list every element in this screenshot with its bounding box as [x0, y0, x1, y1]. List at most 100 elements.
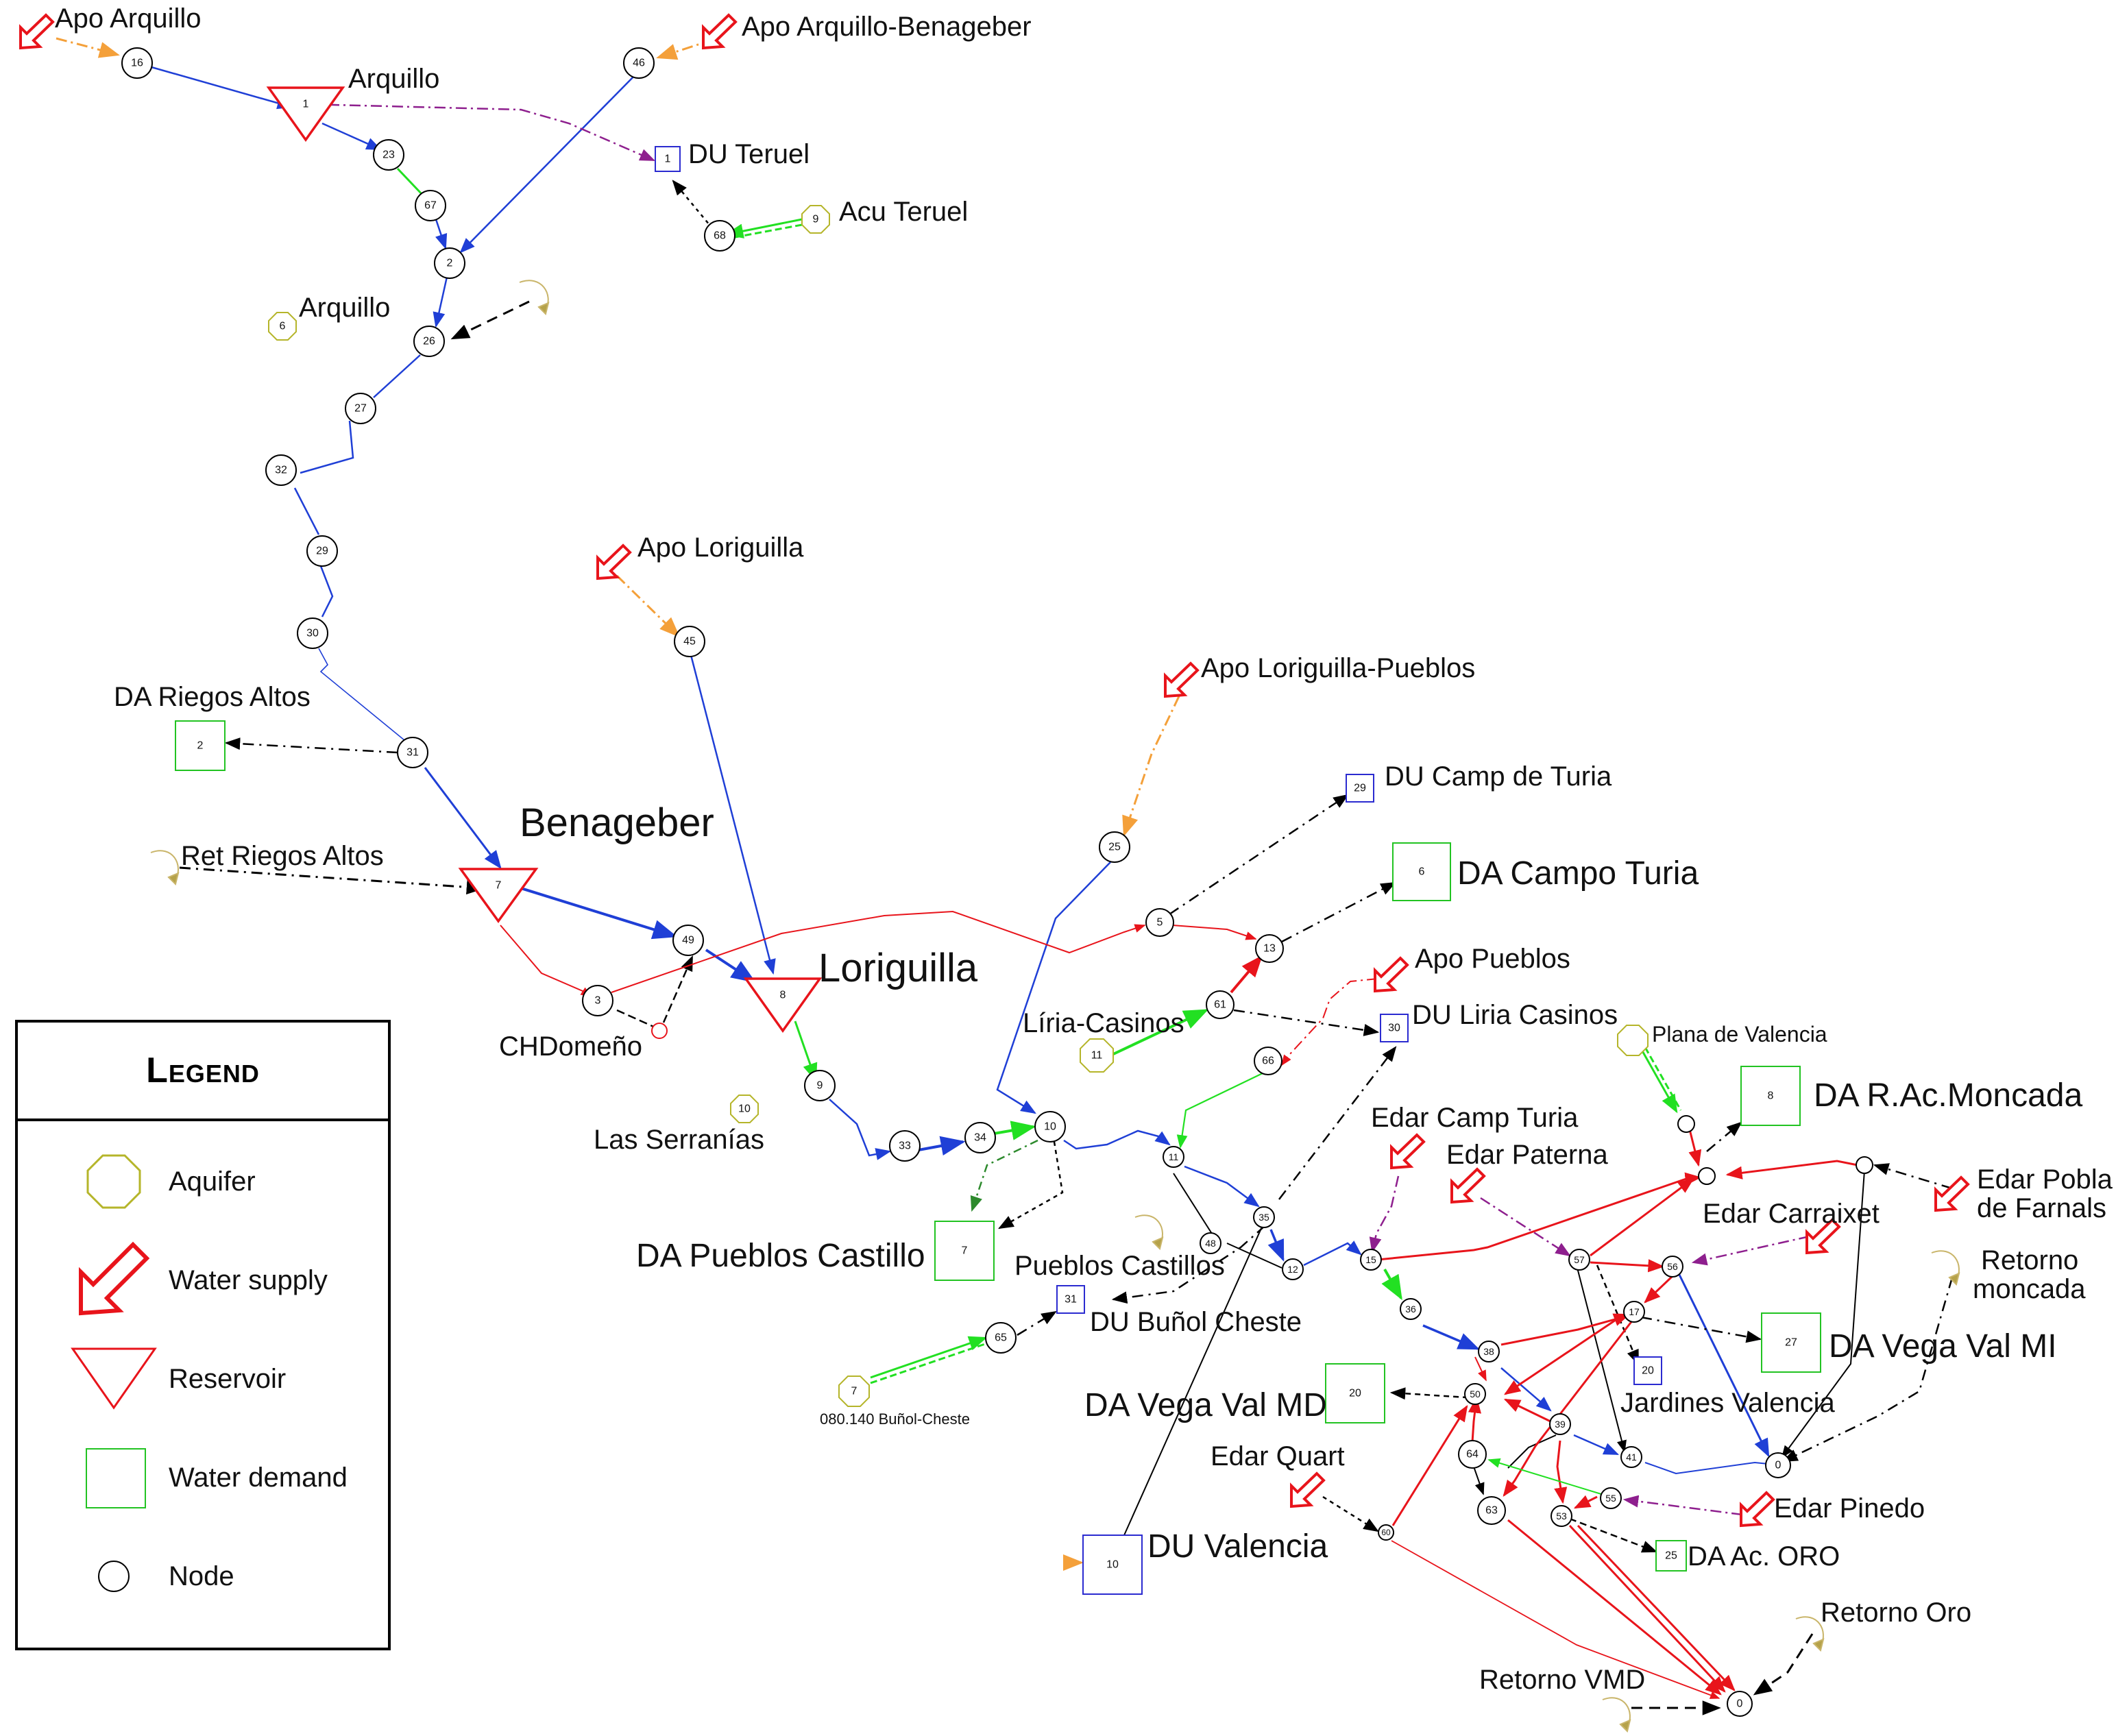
supply-apo-arquillo-arrow-icon [19, 13, 55, 50]
edge-9-33 [829, 1099, 892, 1160]
label-du-liria-casinos: DU Liria Casinos [1412, 1000, 1618, 1030]
edge-35-du30 [1278, 1046, 1397, 1200]
node-63: 63 [1477, 1496, 1506, 1525]
label-chdomeno: CHDomeño [499, 1031, 642, 1062]
svg-text:25: 25 [1665, 1550, 1677, 1562]
demand-du-liria-casinos: 30 [1380, 1014, 1409, 1042]
edge-r1-23 [321, 122, 382, 151]
svg-text:60: 60 [1381, 1528, 1391, 1537]
edge-a7-65 [870, 1336, 988, 1379]
node-27: 27 [345, 393, 376, 424]
svg-text:2: 2 [197, 740, 204, 752]
edge-retmon-0a [1781, 1277, 1954, 1463]
edge-chd-49 [662, 955, 694, 1023]
svg-text:15: 15 [1365, 1254, 1376, 1265]
svg-text:67: 67 [424, 200, 437, 212]
label-retorno-moncada-1: Retorno [1981, 1245, 2078, 1275]
node-36: 36 [1400, 1298, 1422, 1320]
edge-64-63 [1473, 1466, 1485, 1495]
svg-text:36: 36 [1405, 1304, 1416, 1315]
edge-60-50 [1391, 1404, 1468, 1526]
supply-arrows [19, 13, 1970, 1528]
svg-text:10: 10 [1044, 1121, 1056, 1133]
edge-15-blank1 [1377, 1172, 1702, 1261]
edge-39-50 [1503, 1398, 1551, 1423]
label-apo-pueblos: Apo Pueblos [1415, 944, 1570, 974]
svg-text:23: 23 [382, 149, 395, 161]
edge-39-63 [1507, 1434, 1557, 1469]
red-edges [500, 910, 1858, 1699]
node-64: 64 [1458, 1440, 1487, 1469]
edge-35-du31 [1111, 1225, 1266, 1304]
label-da-ac-oro: DA Ac. ORO [1688, 1541, 1840, 1572]
svg-text:38: 38 [1483, 1346, 1494, 1357]
edge-10-da7 [998, 1141, 1064, 1230]
edge-r8-9 [794, 1020, 818, 1082]
green-edges [396, 167, 1682, 1495]
legend-label-water-demand: Water demand [169, 1463, 348, 1493]
node-39: 39 [1549, 1413, 1571, 1435]
node-61: 61 [1206, 990, 1235, 1019]
svg-text:25: 25 [1108, 842, 1121, 853]
node-2: 2 [434, 247, 465, 279]
edge-32-29 [293, 487, 320, 535]
node-50: 50 [1464, 1383, 1486, 1405]
node-68: 68 [704, 220, 735, 252]
svg-text:11: 11 [1169, 1151, 1179, 1162]
return-icons [150, 280, 1960, 1733]
edge-57-41 [1576, 1264, 1627, 1453]
label-du-valencia: DU Valencia [1147, 1528, 1328, 1565]
edge-50-da20 [1389, 1387, 1479, 1400]
label-edar-pinedo: Edar Pinedo [1774, 1493, 1925, 1524]
aquifer-arquillo-octagon-icon: 6 [268, 312, 297, 341]
reservoir-loriguilla-triangle-icon: 8 [743, 977, 823, 1034]
svg-text:0: 0 [1737, 1698, 1743, 1710]
supply-edar-pobla-arrow-icon [1934, 1175, 1970, 1212]
return-oro-icon [1795, 1616, 1825, 1652]
edge-29-30 [319, 565, 334, 618]
label-du-camp-de-turia: DU Camp de Turia [1385, 761, 1612, 792]
svg-text:45: 45 [683, 636, 696, 648]
demand-jardines-valencia: 20 [1633, 1356, 1662, 1385]
edge-edcar-56 [1691, 1235, 1810, 1266]
purple-edges [306, 103, 1810, 1516]
label-da-vega-val-mi: DA Vega Val MI [1829, 1328, 2057, 1365]
edge-35-12 [1267, 1229, 1285, 1262]
edge-57-56 [1590, 1259, 1665, 1273]
edge-sarq-16 [56, 37, 120, 58]
node-57: 57 [1568, 1249, 1590, 1271]
demand-da-vega-val-mi: 27 [1761, 1312, 1821, 1373]
label-plana-valencia: Plana de Valencia [1652, 1022, 1827, 1047]
dark-green-edges [970, 1139, 1038, 1212]
svg-text:27: 27 [1785, 1337, 1797, 1349]
edge-65-du31 [1017, 1310, 1057, 1336]
label-edar-camp-turia: Edar Camp Turia [1371, 1103, 1579, 1133]
svg-text:26: 26 [423, 336, 435, 347]
edge-55-64 [1487, 1458, 1602, 1495]
node-48: 48 [1200, 1232, 1221, 1254]
svg-text:20: 20 [1642, 1365, 1654, 1377]
edge-2-26 [433, 276, 448, 328]
label-da-r-ac-moncada: DA R.Ac.Moncada [1814, 1077, 2082, 1114]
edge-r7-3 [500, 925, 592, 997]
demand-da-campo-turia: 6 [1392, 842, 1451, 901]
edge-16-r1 [136, 62, 293, 110]
label-liria-casinos: Líria-Casinos [1023, 1008, 1184, 1038]
demand-da-r-ac-moncada: 8 [1740, 1066, 1801, 1126]
legend-box: Legend Aquifer Water supply Reservoir Wa… [15, 1020, 391, 1650]
edge-edq-60 [1322, 1495, 1379, 1532]
demands: 1 2 29 6 30 7 31 8 27 20 20 10 25 [175, 146, 1821, 1595]
svg-text:30: 30 [306, 628, 319, 639]
node-11: 11 [1163, 1146, 1184, 1168]
label-ret-riegos-altos: Ret Riegos Altos [181, 841, 384, 871]
legend-item-node: Node [18, 1535, 388, 1617]
black-edges [179, 180, 1954, 1715]
svg-text:29: 29 [1354, 783, 1366, 794]
node-26: 26 [413, 326, 445, 357]
node-10: 10 [1034, 1111, 1066, 1142]
edge-33-34 [918, 1136, 966, 1156]
supply-apo-loriguilla-arrow-icon [596, 543, 632, 580]
svg-text:66: 66 [1262, 1055, 1274, 1067]
edge-12-15 [1303, 1240, 1362, 1267]
edge-48-12 [1226, 1243, 1282, 1269]
